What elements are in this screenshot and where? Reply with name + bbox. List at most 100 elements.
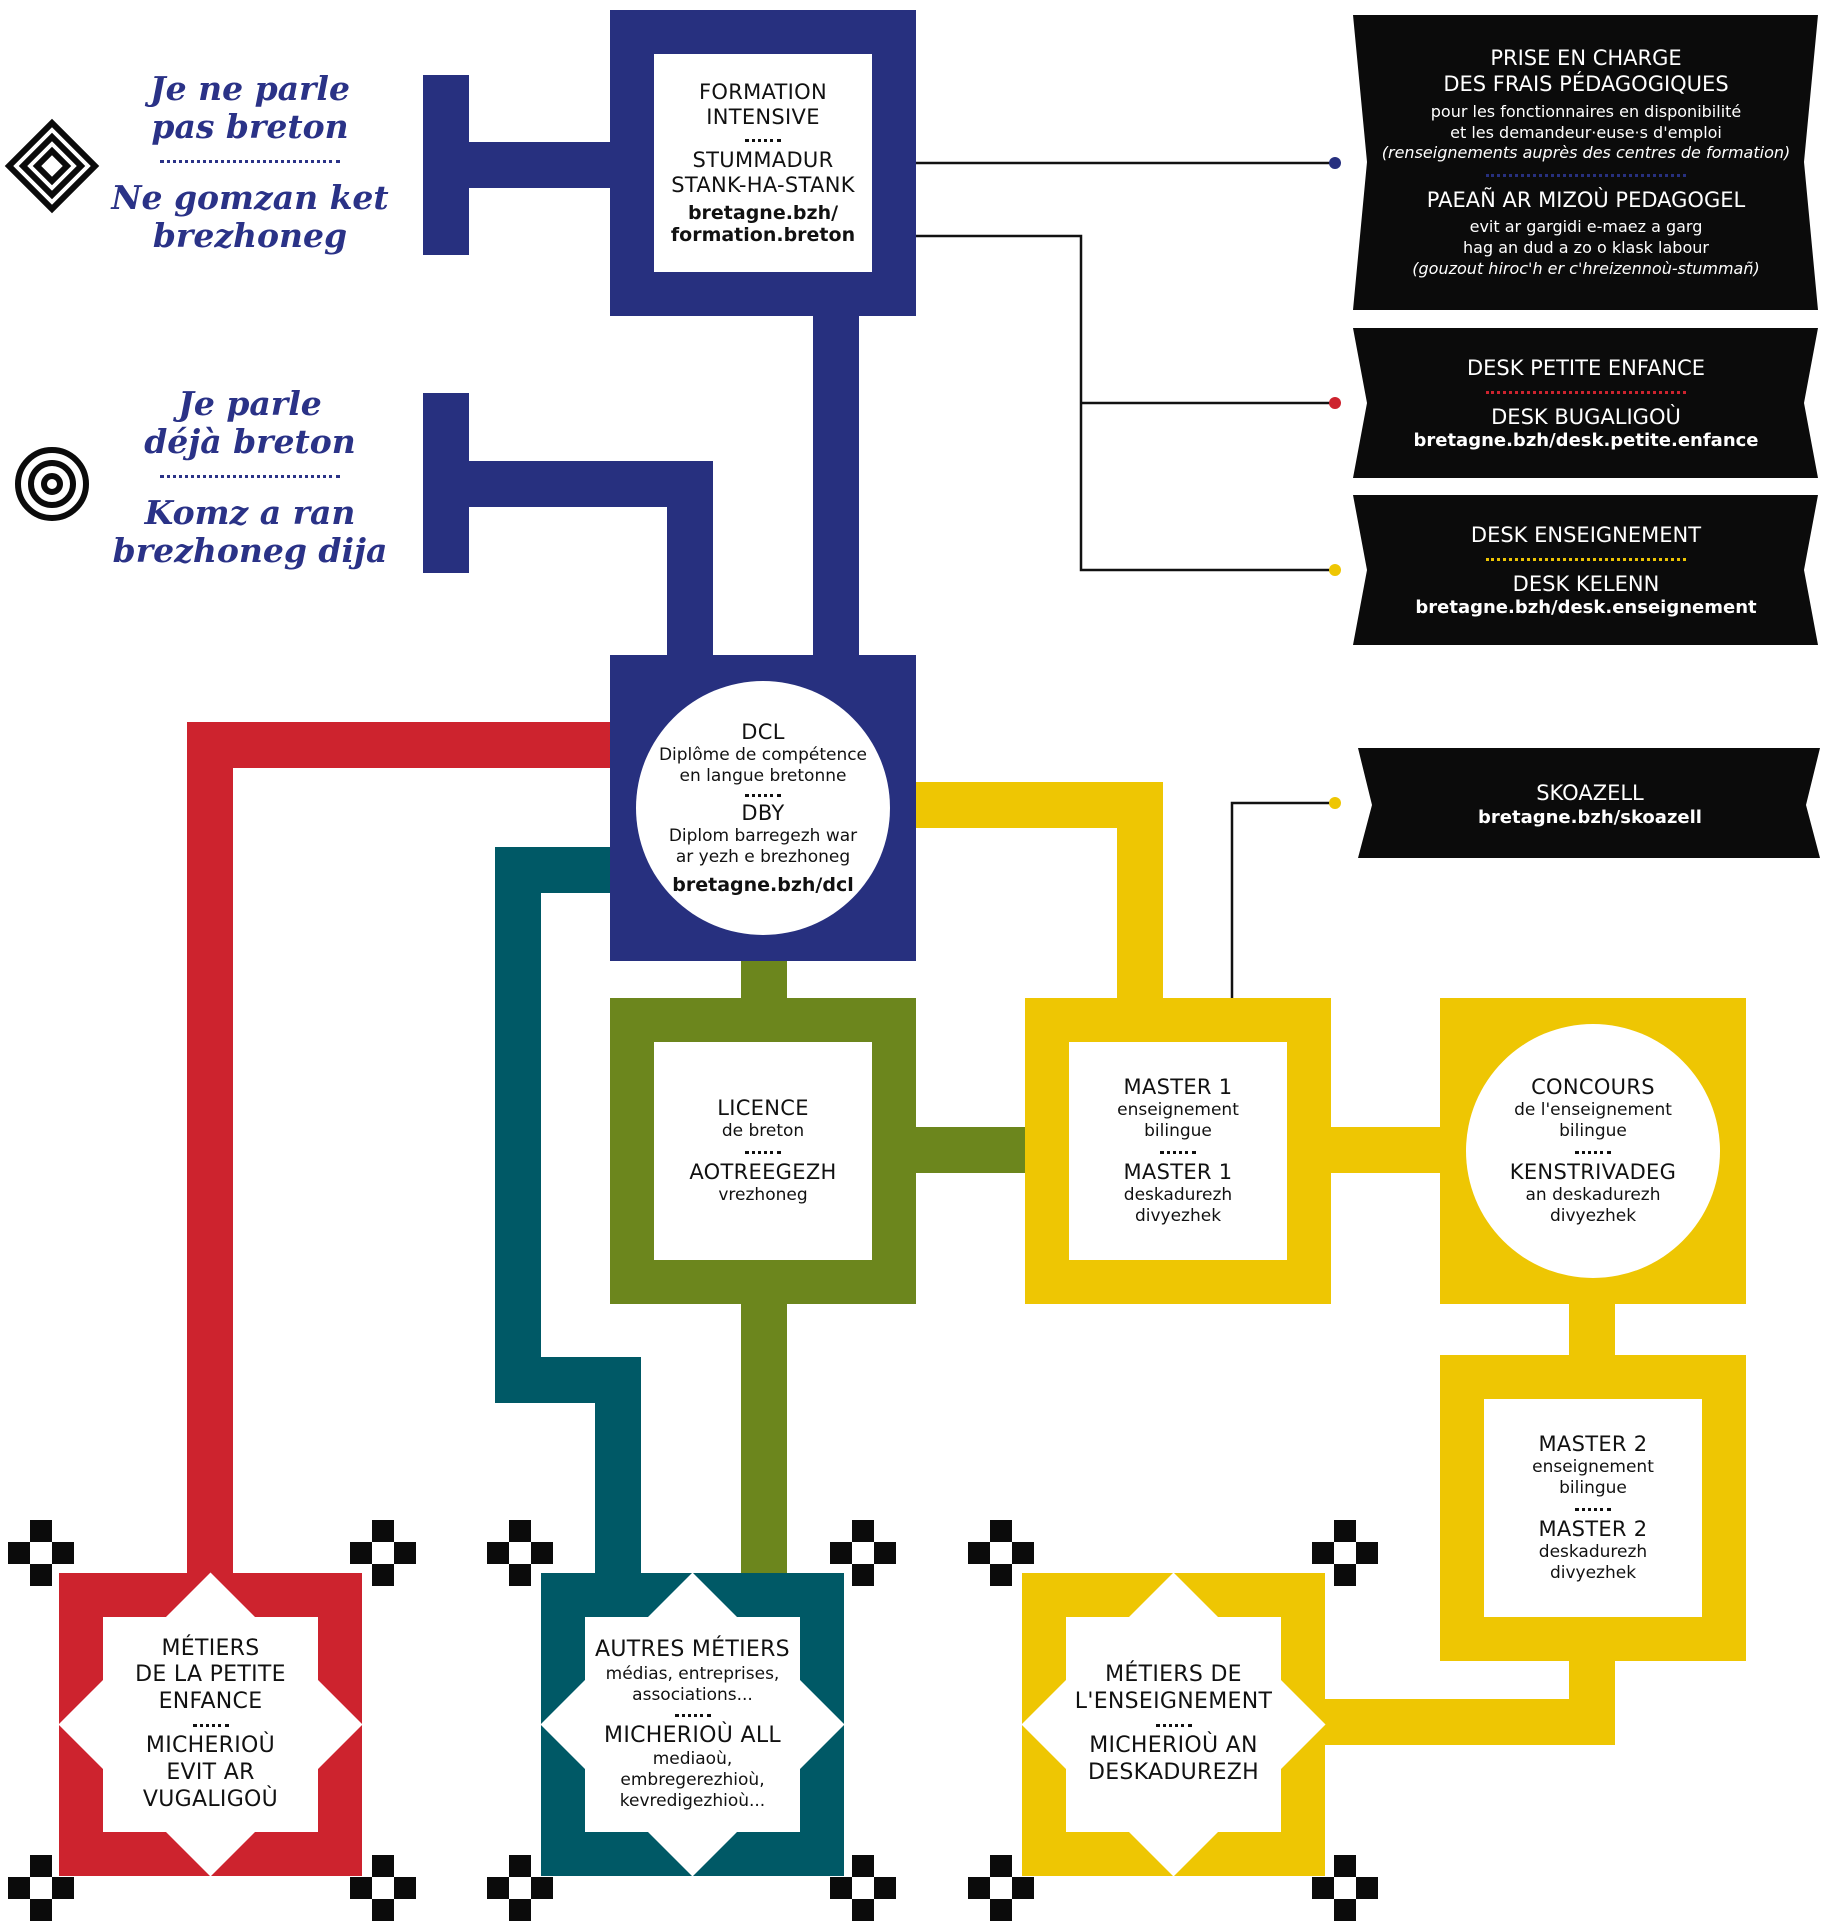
master1-title-fr: MASTER 1 <box>1123 1074 1233 1099</box>
concours-sub-br-line2: divyezhek <box>1549 1205 1637 1226</box>
me-br-line1: MICHERIOÙ AN <box>1089 1733 1258 1758</box>
banner-separator <box>1486 391 1686 394</box>
me-fr-line2: L'ENSEIGNEMENT <box>1074 1689 1273 1715</box>
mpe-br-line3: VUGALIGOÙ <box>142 1786 279 1812</box>
label-speaks-breton: Je parle déjà breton Komz a ran brezhone… <box>110 385 390 570</box>
separator <box>1575 1507 1611 1511</box>
desk-pe-link[interactable]: bretagne.bzh/desk.petite.enfance <box>1413 430 1759 452</box>
dot-frais <box>1329 157 1341 169</box>
separator <box>745 1150 781 1154</box>
desk-pe-br-title: DESK BUGALIGOÙ <box>1491 405 1681 429</box>
red-path <box>187 722 610 1590</box>
me-br-line2: DESKADUREZH <box>1087 1759 1260 1785</box>
mpe-br-line1: MICHERIOÙ <box>145 1733 276 1758</box>
banner-desk-petite-enfance: DESK PETITE ENFANCE DESK BUGALIGOÙ breta… <box>1370 338 1802 468</box>
master2-sub-br-line1: deskadurezh <box>1538 1541 1648 1562</box>
desk-ens-link[interactable]: bretagne.bzh/desk.enseignement <box>1415 597 1757 619</box>
concentric-circle-icon <box>15 447 89 521</box>
banner-separator <box>1486 174 1686 178</box>
dcl-desc-fr-line2: en langue bretonne <box>679 766 847 787</box>
desk-pe-fr-title: DESK PETITE ENFANCE <box>1466 355 1706 380</box>
concours-title-fr: CONCOURS <box>1531 1074 1655 1099</box>
separator <box>745 138 781 142</box>
banner-desk-enseignement: DESK ENSEIGNEMENT DESK KELENN bretagne.b… <box>1370 505 1802 635</box>
separator <box>192 1724 229 1727</box>
formation-link-line2[interactable]: formation.breton <box>670 223 856 246</box>
master1-sub-fr-line1: enseignement <box>1117 1100 1239 1120</box>
formation-link-line1[interactable]: bretagne.bzh/ <box>687 201 839 224</box>
mpe-br-line2: EVIT AR <box>166 1759 255 1785</box>
formation-title-br-line2: STANK-HA-STANK <box>671 172 855 197</box>
banner-frais: PRISE EN CHARGE DES FRAIS PÉDAGOGIQUES p… <box>1370 30 1802 295</box>
dot-skoazell <box>1329 797 1341 809</box>
yellow-path-master2-metiers <box>1325 1655 1615 1745</box>
separator <box>1160 1150 1196 1154</box>
mpe-fr-line1: MÉTIERS <box>161 1635 260 1661</box>
dcl-box: DCL Diplôme de compétence en langue bret… <box>610 655 916 961</box>
dcl-title-fr: DCL <box>741 719 785 744</box>
metiers-enseignement-box: MÉTIERS DE L'ENSEIGNEMENT MICHERIOÙ AN D… <box>1021 1572 1326 1877</box>
banner-skoazell-shape <box>1358 748 1820 858</box>
label-speaks-breton-fr-line2: déjà breton <box>144 421 356 461</box>
frais-fr-note: (renseignements auprès des centres de fo… <box>1381 143 1791 163</box>
concours-circle: CONCOURS de l'enseignement bilingue KENS… <box>1466 1024 1720 1278</box>
master1-box: MASTER 1 enseignement bilingue MASTER 1 … <box>1025 998 1331 1304</box>
licence-title-fr: LICENCE <box>717 1096 809 1121</box>
concours-sub-br-line1: an deskadurezh <box>1525 1184 1661 1205</box>
formation-title-br-line1: STUMMADUR <box>692 147 834 172</box>
master2-sub-fr-line2: bilingue <box>1559 1478 1627 1499</box>
concours-sub-fr-line1: de l'enseignement <box>1514 1100 1672 1120</box>
teal-path <box>495 847 641 1590</box>
separator <box>1155 1724 1192 1727</box>
banner-skoazell: SKOAZELL bretagne.bzh/skoazell <box>1375 758 1805 850</box>
master2-sub-br-line2: divyezhek <box>1549 1562 1637 1583</box>
banner-desk-pe-shape <box>1353 328 1818 478</box>
licence-box: LICENCE de breton AOTREEGEZH vrezhoneg <box>610 998 916 1304</box>
master2-title-fr: MASTER 2 <box>1538 1431 1648 1456</box>
label-separator <box>160 474 340 478</box>
frais-br-note: (gouzout hiroc'h er c'hreizennoù-stummañ… <box>1412 258 1760 278</box>
label-no-breton-br-line2: brezhoneg <box>152 215 348 255</box>
licence-title-br: AOTREEGEZH <box>689 1159 837 1184</box>
master1-title-br: MASTER 1 <box>1123 1159 1233 1184</box>
concours-sub-fr-line2: bilingue <box>1559 1121 1627 1142</box>
yellow-path-dcl-master1 <box>915 782 1163 1000</box>
banner-frais-shape <box>1353 15 1818 310</box>
frais-fr-sub-line1: pour les fonctionnaires en disponibilité <box>1430 101 1742 121</box>
licence-sub-fr: de breton <box>721 1121 805 1142</box>
am-br-sub-line3: kevredigezhioù... <box>619 1790 766 1811</box>
concours-title-br: KENSTRIVADEG <box>1509 1159 1677 1184</box>
formation-intensive-panel: FORMATION INTENSIVE STUMMADUR STANK-HA-S… <box>654 54 872 272</box>
concentric-diamond-icon <box>4 118 100 214</box>
licence-sub-br: vrezhoneg <box>718 1184 808 1205</box>
master1-sub-br-line1: deskadurezh <box>1123 1184 1233 1205</box>
master2-box: MASTER 2 enseignement bilingue MASTER 2 … <box>1440 1355 1746 1661</box>
blue-bracket-speaks-horizontal <box>469 461 713 655</box>
mpe-fr-line2: DE LA PETITE <box>135 1662 286 1688</box>
metiers-petite-enfance-box: MÉTIERS DE LA PETITE ENFANCE MICHERIOÙ E… <box>58 1572 363 1877</box>
master1-sub-fr-line2: bilingue <box>1144 1121 1212 1142</box>
dot-desk-ens <box>1329 564 1341 576</box>
autres-metiers-text: AUTRES MÉTIERS médias, entreprises, asso… <box>541 1573 844 1876</box>
frais-br-title: PAEAÑ AR MIZOÙ PEDAGOGEL <box>1426 188 1746 213</box>
separator <box>1575 1150 1611 1154</box>
desk-ens-br-title: DESK KELENN <box>1512 572 1660 596</box>
am-fr-title: AUTRES MÉTIERS <box>595 1637 790 1663</box>
thin-line-skoazell <box>1230 801 1333 1000</box>
mpe-fr-line3: ENFANCE <box>158 1689 263 1715</box>
frais-fr-sub-line2: et les demandeur·euse·s d'emploi <box>1450 122 1722 142</box>
master1-sub-br-line2: divyezhek <box>1134 1205 1222 1226</box>
dcl-title-br: DBY <box>741 800 785 825</box>
label-speaks-breton-br-line2: brezhoneg dija <box>112 530 388 570</box>
dcl-circle: DCL Diplôme de compétence en langue bret… <box>636 681 890 935</box>
master2-sub-fr-line1: enseignement <box>1532 1457 1654 1477</box>
autres-metiers-box: AUTRES MÉTIERS médias, entreprises, asso… <box>540 1572 845 1877</box>
checker-motifs <box>8 1520 1378 1921</box>
skoazell-link[interactable]: bretagne.bzh/skoazell <box>1478 806 1702 828</box>
am-br-sub-line2: embregerezhioù, <box>620 1770 765 1791</box>
dcl-link[interactable]: bretagne.bzh/dcl <box>672 874 854 897</box>
am-fr-sub-line2: associations... <box>632 1684 753 1705</box>
am-br-title: MICHERIOÙ ALL <box>604 1722 781 1748</box>
